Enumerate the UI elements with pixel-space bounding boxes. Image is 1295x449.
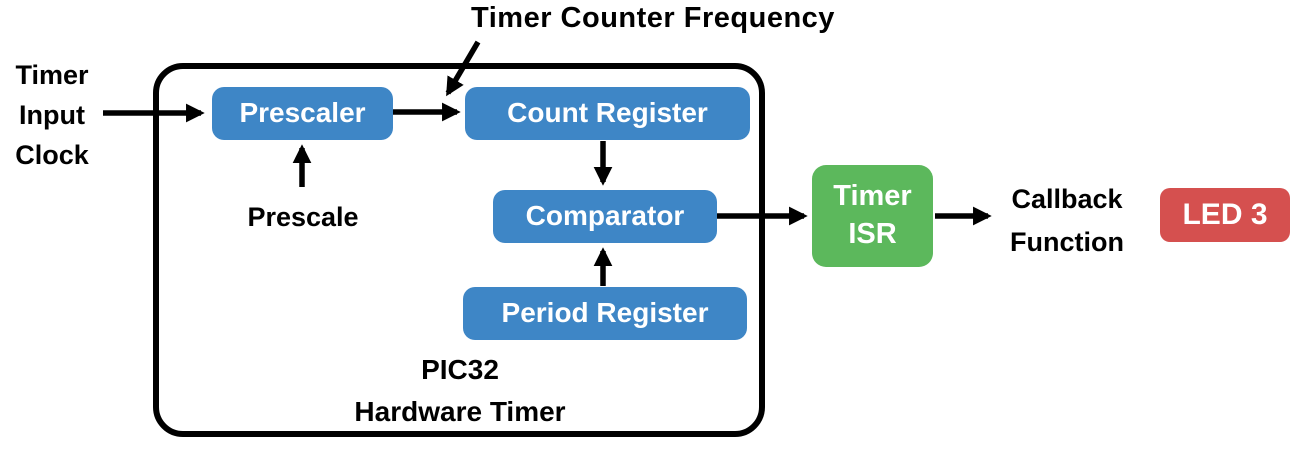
prescaler-label: Prescaler xyxy=(239,97,366,129)
period-register-node: Period Register xyxy=(463,287,747,340)
diagram-title: Timer Counter Frequency xyxy=(471,2,835,34)
arrow-timer-counter-frequency-pointer xyxy=(445,40,481,97)
pic32-hardware-timer-container xyxy=(153,63,765,437)
comparator-node: Comparator xyxy=(493,190,717,243)
callback-label-line2: Function xyxy=(1010,227,1124,257)
led3-node: LED 3 xyxy=(1160,188,1290,242)
timer-isr-node: Timer ISR xyxy=(812,165,933,267)
comparator-label: Comparator xyxy=(525,200,685,232)
led3-label: LED 3 xyxy=(1182,197,1268,231)
timer-input-clock-line2: Input xyxy=(19,100,85,130)
timer-input-clock-label: Timer Input Clock xyxy=(0,55,104,175)
pic32-label-line1: PIC32 xyxy=(421,354,499,385)
prescale-label: Prescale xyxy=(247,202,359,232)
timer-isr-line2: ISR xyxy=(848,218,897,250)
callback-label-line1: Callback xyxy=(1011,184,1123,214)
timer-input-clock-line3: Clock xyxy=(15,140,89,170)
period-register-label: Period Register xyxy=(501,297,709,329)
count-register-label: Count Register xyxy=(507,97,708,129)
pic32-label-line2: Hardware Timer xyxy=(354,396,566,427)
callback-function-label: Callback Function xyxy=(988,178,1146,264)
count-register-node: Count Register xyxy=(465,87,750,140)
timer-isr-line1: Timer xyxy=(833,180,912,213)
prescaler-node: Prescaler xyxy=(212,87,393,140)
timer-input-clock-line1: Timer xyxy=(15,60,89,90)
pic32-hardware-timer-label: PIC32 Hardware Timer xyxy=(310,349,610,433)
